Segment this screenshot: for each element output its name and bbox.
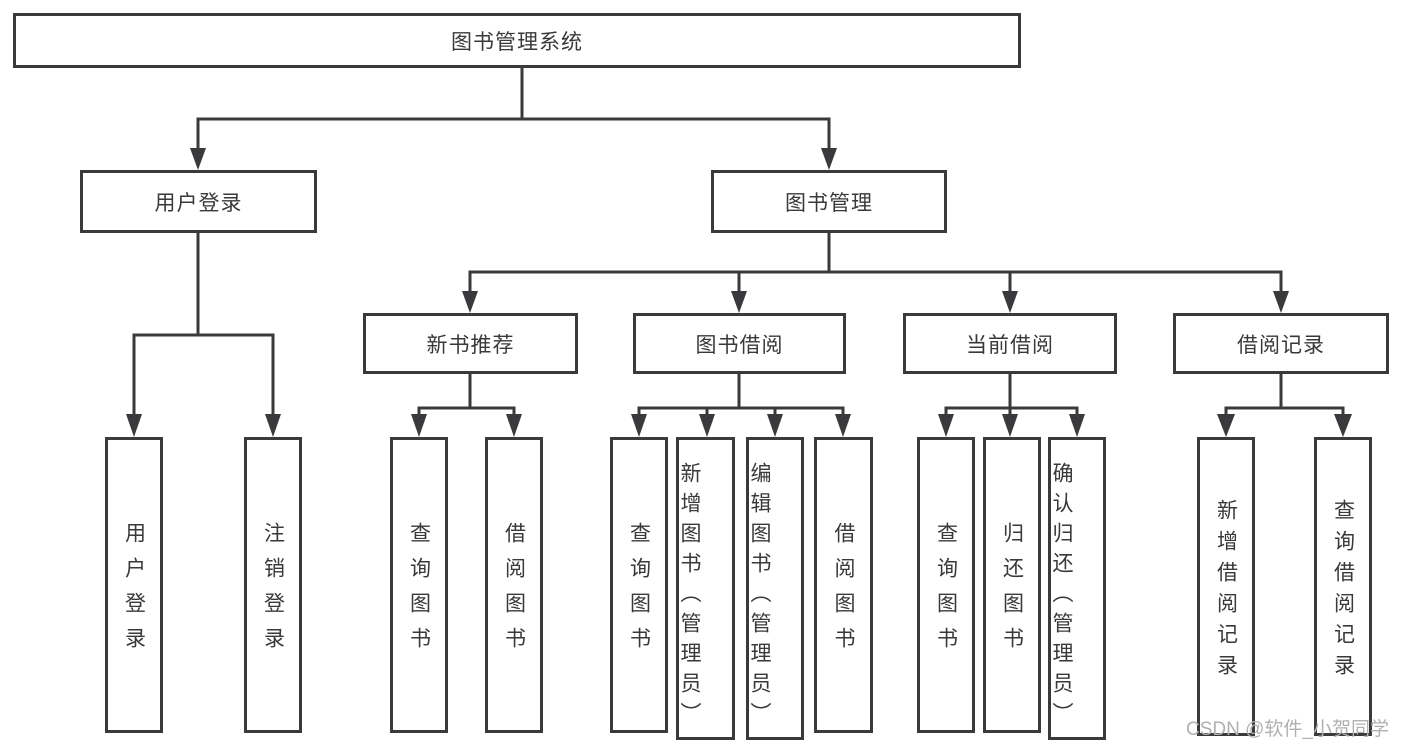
leaf-query-books-recommend: 查询图书 xyxy=(390,437,448,733)
node-new-book-recommend: 新书推荐 xyxy=(363,313,578,374)
node-book-management-label: 图书管理 xyxy=(785,191,873,215)
node-book-management: 图书管理 xyxy=(711,170,947,233)
connector-root-to-level2 xyxy=(190,66,837,170)
node-new-book-recommend-label: 新书推荐 xyxy=(426,333,515,357)
leaf-add-borrow-record: 新增借阅记录 xyxy=(1197,437,1255,736)
connector-user-login-to-leaves xyxy=(126,231,281,437)
node-root: 图书管理系统 xyxy=(13,13,1021,68)
node-borrowing-records: 借阅记录 xyxy=(1173,313,1389,374)
node-current-borrowing-label: 当前借阅 xyxy=(966,333,1054,357)
connector-current-borrowing-to-leaves xyxy=(938,372,1085,437)
leaf-add-books-admin-label: 新增图书（管理员） xyxy=(678,462,701,732)
node-borrowing-records-label: 借阅记录 xyxy=(1237,333,1325,357)
leaf-edit-books-admin-label: 编辑图书（管理员） xyxy=(748,462,771,732)
connector-borrowing-records-to-leaves xyxy=(1217,372,1352,437)
leaf-return-books: 归还图书 xyxy=(983,437,1041,733)
leaf-query-borrow-record-label: 查询借阅记录 xyxy=(1331,498,1355,685)
connector-book-borrowing-to-leaves xyxy=(631,372,851,437)
leaf-add-borrow-record-label: 新增借阅记录 xyxy=(1214,498,1238,685)
leaf-user-login-label: 用户登录 xyxy=(122,522,146,662)
leaf-borrow-books-recommend: 借阅图书 xyxy=(485,437,543,733)
leaf-logout: 注销登录 xyxy=(244,437,302,733)
node-book-borrowing-label: 图书借阅 xyxy=(695,333,784,357)
leaf-query-books-current-label: 查询图书 xyxy=(934,522,958,662)
leaf-query-books-recommend-label: 查询图书 xyxy=(407,522,431,662)
leaf-user-login: 用户登录 xyxy=(105,437,163,733)
connector-book-management-to-level3 xyxy=(462,231,1289,313)
node-current-borrowing: 当前借阅 xyxy=(903,313,1117,374)
leaf-query-books-borrowing-label: 查询图书 xyxy=(627,522,651,662)
leaf-borrow-books-recommend-label: 借阅图书 xyxy=(502,522,526,662)
leaf-confirm-return-admin-label: 确认归还（管理员） xyxy=(1050,462,1073,732)
node-user-login: 用户登录 xyxy=(80,170,317,233)
leaf-return-books-label: 归还图书 xyxy=(1000,522,1024,662)
connector-new-book-recommend-to-leaves xyxy=(411,372,522,437)
leaf-edit-books-admin: 编辑图书（管理员） xyxy=(746,437,804,740)
watermark: CSDN @软件_小贺同学 xyxy=(1186,719,1389,740)
leaf-borrow-books-borrowing: 借阅图书 xyxy=(814,437,873,733)
leaf-borrow-books-borrowing-label: 借阅图书 xyxy=(832,522,855,662)
node-book-borrowing: 图书借阅 xyxy=(633,313,846,374)
node-root-label: 图书管理系统 xyxy=(451,30,583,54)
leaf-query-books-current: 查询图书 xyxy=(917,437,975,733)
leaf-confirm-return-admin: 确认归还（管理员） xyxy=(1048,437,1106,740)
leaf-add-books-admin: 新增图书（管理员） xyxy=(676,437,735,740)
leaf-query-books-borrowing: 查询图书 xyxy=(610,437,668,733)
leaf-query-borrow-record: 查询借阅记录 xyxy=(1314,437,1372,736)
node-user-login-label: 用户登录 xyxy=(154,191,243,215)
leaf-logout-label: 注销登录 xyxy=(261,522,285,662)
